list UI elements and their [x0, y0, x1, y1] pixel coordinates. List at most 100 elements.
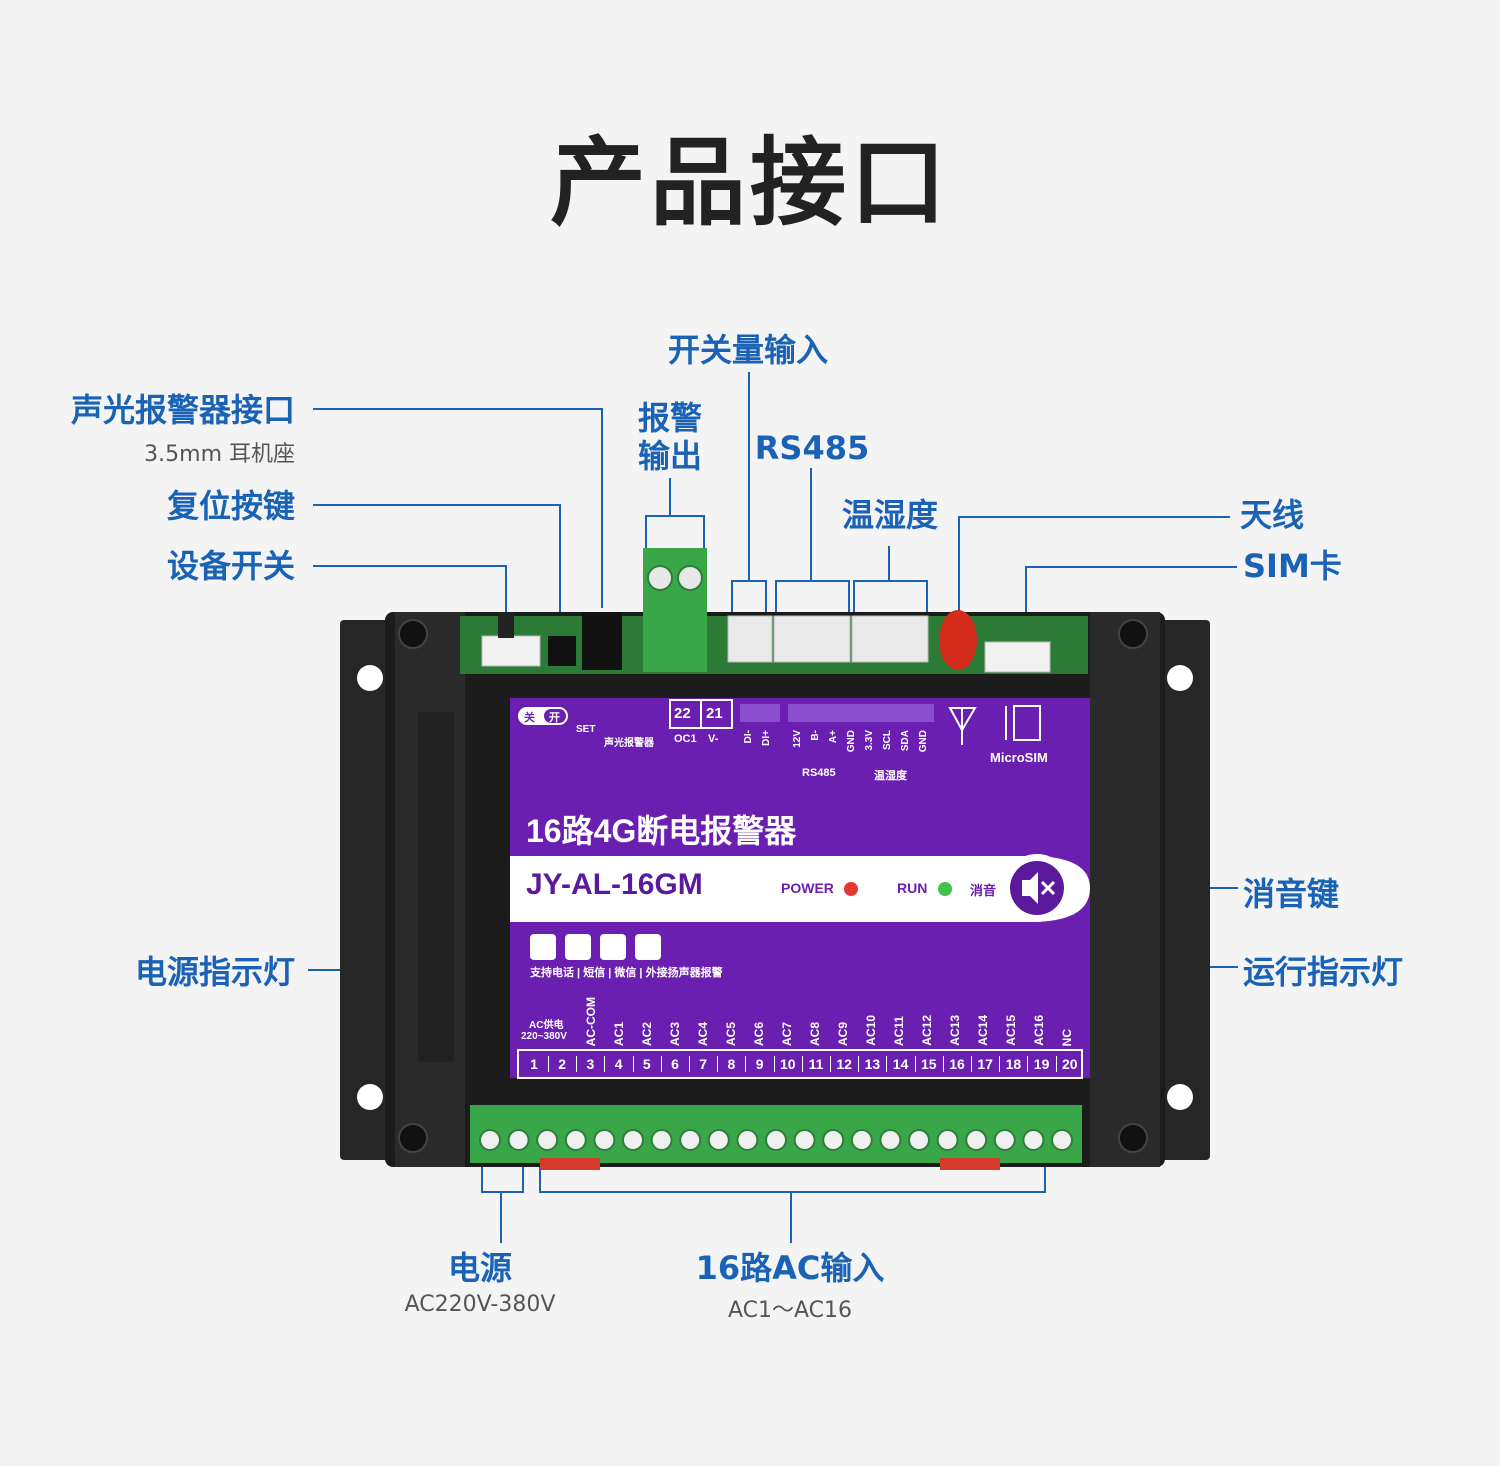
- features-text: 支持电话 | 短信 | 微信 | 外接扬声器报警: [530, 967, 723, 979]
- left-bottom-hole: [357, 1084, 383, 1110]
- left-mount-rail: [340, 620, 390, 1160]
- terminal-screw: [593, 1129, 616, 1151]
- model-number: JY-AL-16GM: [526, 868, 703, 901]
- terminal-screw: [507, 1129, 530, 1151]
- leader-antenna-v: [958, 516, 960, 612]
- switch-lever: [498, 612, 514, 638]
- bottom-pin-label: AC3: [668, 1021, 682, 1046]
- bottom-pin-label: AC14: [976, 1015, 990, 1046]
- terminal-number: 19: [1028, 1056, 1057, 1072]
- leader-rs485-h: [775, 580, 850, 582]
- terminal-number: 4: [605, 1056, 634, 1072]
- terminal-screw: [993, 1129, 1016, 1151]
- rs485-connector: [773, 615, 851, 663]
- leader-switch-v: [505, 565, 507, 615]
- terminal-number: 14: [887, 1056, 916, 1072]
- alarm-output-terminal: [643, 548, 707, 672]
- terminal-number: 18: [999, 1056, 1029, 1072]
- device-switch-label: 设备开关: [166, 547, 295, 585]
- term22-label: 22: [674, 705, 691, 722]
- terminal-number: 16: [943, 1056, 972, 1072]
- leader-temp-l: [853, 580, 855, 616]
- power-supply-label: 电源: [447, 1249, 512, 1287]
- leader-output-l: [645, 515, 647, 549]
- alarm-output-label-1: 报警: [637, 399, 702, 437]
- leader-reset-h: [313, 504, 561, 506]
- di-connector: [727, 615, 773, 663]
- switch-off-label: 关: [524, 712, 535, 724]
- bottom-pin-label: AC8: [808, 1021, 822, 1046]
- ac-inputs-label: 16路AC输入: [695, 1249, 885, 1287]
- terminal-number: 1: [520, 1056, 549, 1072]
- ac-inputs-sub: AC1～AC16: [727, 1298, 853, 1323]
- bottom-pin-label: AC6: [752, 1021, 766, 1046]
- sim-card-label: SIM卡: [1243, 547, 1342, 585]
- terminal-screw: [1051, 1129, 1073, 1151]
- terminal-number: 13: [858, 1056, 888, 1072]
- terminal-screw: [908, 1129, 930, 1151]
- terminal-screw: [1022, 1129, 1045, 1151]
- run-led-label: RUN: [897, 880, 928, 896]
- terminal-number: 7: [689, 1056, 719, 1072]
- terminal-screw: [736, 1129, 759, 1151]
- antenna: [939, 610, 977, 670]
- power-led: [844, 882, 858, 896]
- terminal-screw: [679, 1129, 702, 1151]
- bottom-pin-label: AC12: [920, 1015, 934, 1046]
- bottom-pin-label: AC9: [836, 1021, 850, 1046]
- bottom-pin-label: NC: [1060, 1028, 1074, 1046]
- run-indicator-label: 运行指示灯: [1243, 953, 1404, 991]
- pin-b-minus: B-: [810, 730, 821, 741]
- leader-sim-v: [1025, 566, 1027, 622]
- digital-input-label: 开关量输入: [667, 331, 828, 369]
- leader-temp-v: [888, 546, 890, 581]
- leader-supply-v: [500, 1191, 502, 1243]
- terminal-number: 2: [548, 1056, 578, 1072]
- leader-temp-h: [853, 580, 928, 582]
- temp-connector: [851, 615, 929, 663]
- leader-di-h: [731, 580, 767, 582]
- terminal-screw: [965, 1129, 988, 1151]
- leader-ac-l: [539, 1155, 541, 1193]
- leader-supply-h: [481, 1191, 524, 1193]
- reset-button: [548, 636, 576, 666]
- terminal-number: 17: [971, 1056, 1001, 1072]
- product-name: 16路4G断电报警器: [526, 813, 797, 849]
- bottom-pin-label: AC4: [696, 1021, 710, 1046]
- terminal-screw: [793, 1129, 816, 1151]
- alarm-interface-sub: 3.5mm 耳机座: [144, 442, 295, 467]
- mute-key-label: 消音键: [1243, 875, 1340, 913]
- terminal-screw: [850, 1129, 873, 1151]
- leader-rs485-l: [775, 580, 777, 616]
- leader-temp-r: [926, 580, 928, 616]
- leader-sim-h: [1025, 566, 1237, 568]
- pin-3v3: 3.3V: [864, 730, 875, 751]
- bottom-pin-label: AC13: [948, 1015, 962, 1046]
- temp-group-label: 温湿度: [874, 770, 907, 782]
- leader-ac-v: [790, 1191, 792, 1243]
- rs485-label: RS485: [754, 429, 870, 467]
- antenna-label: 天线: [1240, 496, 1305, 534]
- leader-ac-h: [539, 1191, 1046, 1193]
- reset-button-label: 复位按键: [166, 487, 295, 525]
- leader-alarm-h: [313, 408, 603, 410]
- terminal-screw: [564, 1129, 587, 1151]
- oc1-label: OC1: [674, 733, 697, 745]
- terminal-screw: [707, 1129, 730, 1151]
- sim-slot: [984, 641, 1051, 673]
- terminal-number: 15: [915, 1056, 944, 1072]
- terminal-number: 6: [661, 1056, 690, 1072]
- terminal-screw: [622, 1129, 644, 1151]
- leader-supply-l: [481, 1155, 483, 1193]
- alarm-output-label-2: 输出: [637, 437, 702, 475]
- terminal-number: 5: [633, 1056, 662, 1072]
- pin-di-minus: DI-: [743, 730, 754, 744]
- left-top-hole: [357, 665, 383, 691]
- pin-gnd-1: GND: [846, 730, 857, 753]
- pin-12v: 12V: [792, 730, 803, 748]
- terminal-number: 8: [717, 1056, 747, 1072]
- terminal-screw: [479, 1129, 501, 1151]
- bottom-pin-label: AC15: [1004, 1015, 1018, 1046]
